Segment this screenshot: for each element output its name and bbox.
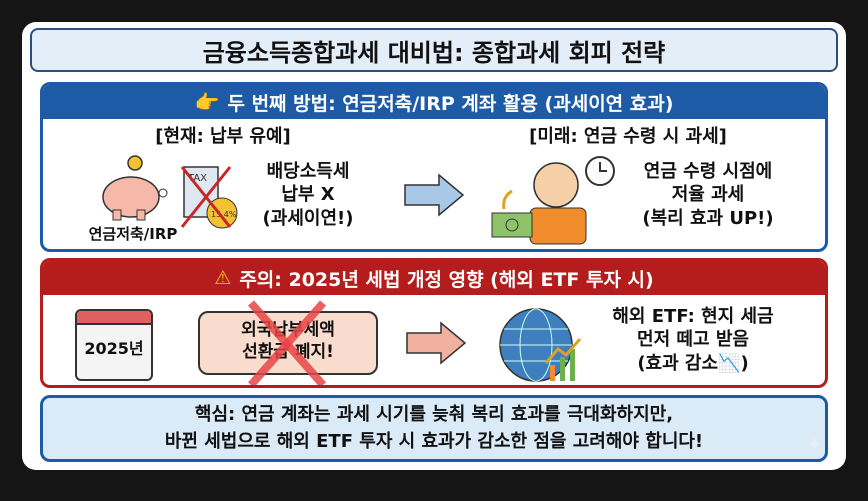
abolished-line: 외국납부세액 [241, 320, 335, 340]
now-line: 납부 X [281, 184, 335, 206]
now-label: [현재: 납부 유예] [155, 126, 291, 147]
warning-header-text: 주의: 2025년 세법 개정 영향 (해외 ETF 투자 시) [239, 268, 654, 291]
piggy-caption: 연금저축/IRP [88, 225, 178, 243]
tax-rate-text: 15.4% [211, 210, 237, 219]
calendar-text: 2025년 [84, 339, 144, 358]
globe-chart-icon [499, 308, 582, 382]
abolished-line: 선환급 폐지! [242, 342, 334, 363]
future-line: 연금 수령 시점에 [643, 161, 773, 182]
warning-header: ⚠ 주의: 2025년 세법 개정 영향 (해외 ETF 투자 시) [43, 261, 825, 295]
tax-crossed-icon: TAX 15.4% [180, 166, 238, 229]
cross-mark-icon [247, 300, 327, 385]
sparkle-icon: ✦ [806, 432, 823, 456]
result-line: 먼저 떼고 받음 [637, 329, 749, 351]
retiree-icon [491, 156, 615, 245]
warning-icon: ⚠ [214, 267, 232, 289]
calendar-icon: 2025년 [75, 309, 153, 381]
tax-doc-text: TAX [187, 173, 207, 184]
summary-box: 핵심: 연금 계좌는 과세 시기를 늦춰 복리 효과를 극대화하지만, 바뀐 세… [40, 395, 828, 462]
arrow-right-icon [406, 321, 467, 365]
result-description: 해외 ETF: 현지 세금 먼저 떼고 받음 (효과 감소📉) [598, 305, 788, 375]
now-description: 배당소득세 납부 X (과세이연!) [243, 160, 373, 230]
summary-line: 핵심: 연금 계좌는 과세 시기를 늦춰 복리 효과를 극대화하지만, [194, 404, 674, 426]
abolished-text: 외국납부세액 선환급 폐지! [200, 319, 376, 363]
future-line: (복리 효과 UP!) [642, 207, 774, 229]
method-two-section: 👉 두 번째 방법: 연금저축/IRP 계좌 활용 (과세이연 효과) [현재:… [40, 82, 828, 252]
method-two-header: 👉 두 번째 방법: 연금저축/IRP 계좌 활용 (과세이연 효과) [43, 85, 825, 119]
page-title: 금융소득종합과세 대비법: 종합과세 회피 전략 [30, 28, 838, 72]
arrow-right-icon [404, 173, 465, 217]
method-two-header-text: 두 번째 방법: 연금저축/IRP 계좌 활용 (과세이연 효과) [227, 92, 674, 115]
piggy-bank-icon [102, 155, 168, 221]
result-line: 해외 ETF: 현지 세금 [612, 306, 774, 327]
pointing-hand-icon: 👉 [194, 90, 220, 114]
future-description: 연금 수령 시점에 저율 과세 (복리 효과 UP!) [623, 160, 793, 230]
future-line: 저율 과세 [671, 184, 745, 206]
warning-section: ⚠ 주의: 2025년 세법 개정 영향 (해외 ETF 투자 시) 2025년… [40, 258, 828, 388]
now-line: 배당소득세 [266, 161, 350, 182]
result-line: (효과 감소📉) [637, 352, 749, 374]
summary-line: 바뀐 세법으로 해외 ETF 투자 시 효과가 감소한 점을 고려해야 합니다! [164, 430, 704, 452]
future-label: [미래: 연금 수령 시 과세] [529, 126, 727, 147]
now-line: (과세이연!) [262, 207, 354, 229]
